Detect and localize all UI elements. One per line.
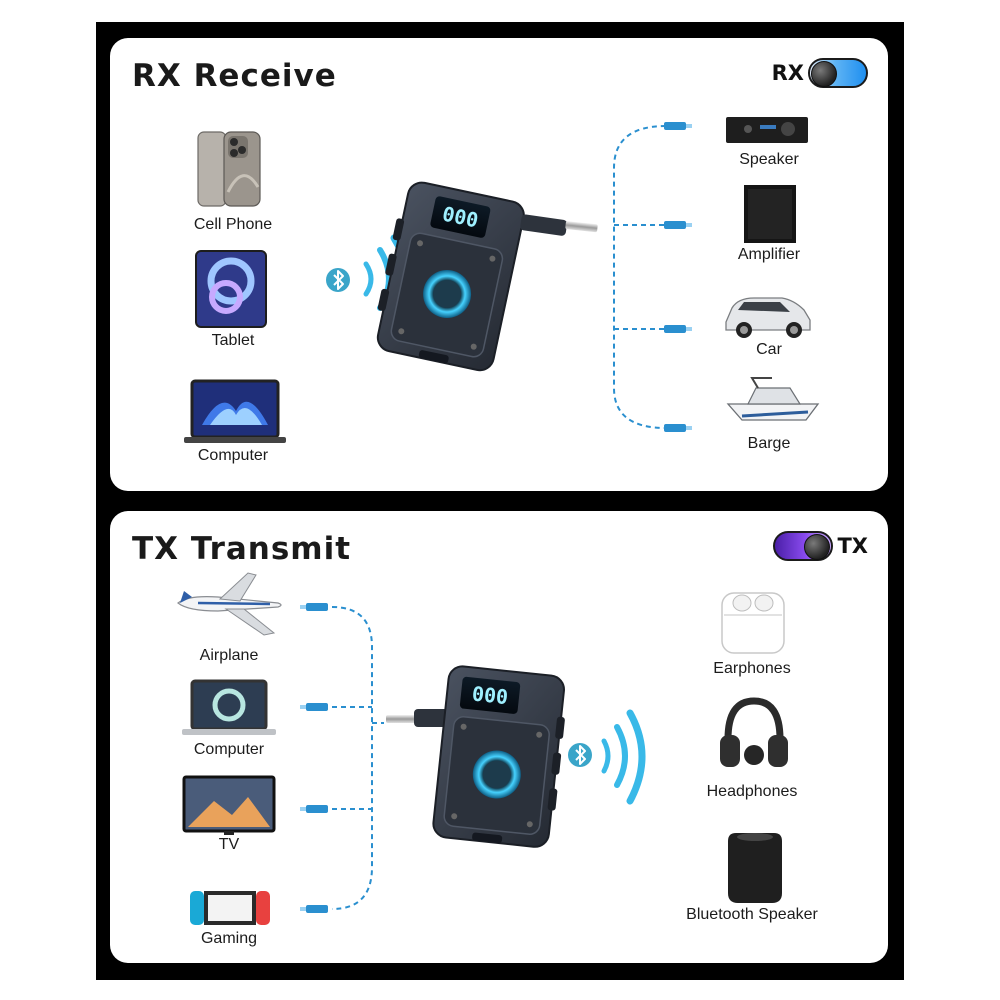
tx-panel-title: TX Transmit bbox=[132, 531, 352, 567]
headphones-icon bbox=[720, 697, 788, 767]
source-label-airplane: Airplane bbox=[199, 647, 259, 664]
cell-phone-icon bbox=[197, 131, 261, 207]
smart-speaker-icon bbox=[728, 833, 782, 903]
output-label-amplifier: Amplifier bbox=[737, 246, 801, 263]
output-label-headphones: Headphones bbox=[706, 783, 798, 800]
laptop-icon bbox=[184, 379, 286, 443]
output-label-earphones: Earphones bbox=[713, 660, 791, 677]
source-label-cell-phone: Cell Phone bbox=[193, 216, 273, 233]
rx-diagram: 000 bbox=[184, 117, 820, 443]
earphones-icon bbox=[721, 592, 785, 654]
car-icon bbox=[725, 297, 811, 338]
output-label-speaker: Speaker bbox=[739, 151, 799, 168]
tablet-icon bbox=[195, 250, 267, 328]
source-label-tablet: Tablet bbox=[211, 332, 255, 349]
aux-jack-icon bbox=[520, 214, 598, 236]
source-label-computer: Computer bbox=[197, 447, 269, 464]
tx-source-connectors bbox=[331, 606, 384, 910]
tx-mode-toggle[interactable]: TX bbox=[773, 531, 868, 561]
bluetooth-icon bbox=[326, 268, 350, 292]
rx-cable-plugs bbox=[664, 122, 692, 432]
rx-mode-toggle[interactable]: RX bbox=[772, 58, 868, 88]
wireless-waves-icon bbox=[601, 709, 646, 805]
output-label-bluetooth-speaker: Bluetooth Speaker bbox=[686, 906, 818, 923]
boat-icon bbox=[726, 377, 820, 421]
rx-receive-panel: RX Receive RX bbox=[110, 38, 888, 491]
receiver-icon bbox=[726, 117, 808, 143]
rx-output-connectors bbox=[613, 125, 667, 429]
tx-toggle-label: TX bbox=[837, 534, 868, 558]
tx-diagram: 000 bbox=[177, 572, 788, 925]
toggle-switch-icon bbox=[808, 58, 868, 88]
rx-panel-title: RX Receive bbox=[132, 58, 337, 94]
laptop-icon bbox=[182, 679, 276, 735]
amplifier-icon bbox=[744, 185, 796, 243]
tx-cable-plugs bbox=[300, 603, 328, 913]
svg-text:000: 000 bbox=[471, 682, 509, 710]
airplane-icon bbox=[177, 572, 282, 636]
source-label-computer: Computer bbox=[193, 741, 265, 758]
bluetooth-adapter-device: 000 bbox=[376, 181, 525, 372]
source-label-gaming: Gaming bbox=[200, 930, 258, 947]
output-label-barge: Barge bbox=[747, 435, 791, 452]
source-label-tv: TV bbox=[218, 836, 240, 853]
rx-toggle-label: RX bbox=[771, 61, 804, 85]
output-label-car: Car bbox=[756, 341, 782, 358]
bluetooth-adapter-device: 000 bbox=[432, 665, 565, 848]
toggle-switch-icon bbox=[773, 531, 834, 561]
tv-icon bbox=[182, 775, 276, 835]
game-console-icon bbox=[190, 891, 270, 925]
tx-transmit-panel: TX Transmit TX bbox=[110, 511, 888, 963]
bluetooth-icon bbox=[568, 743, 592, 767]
